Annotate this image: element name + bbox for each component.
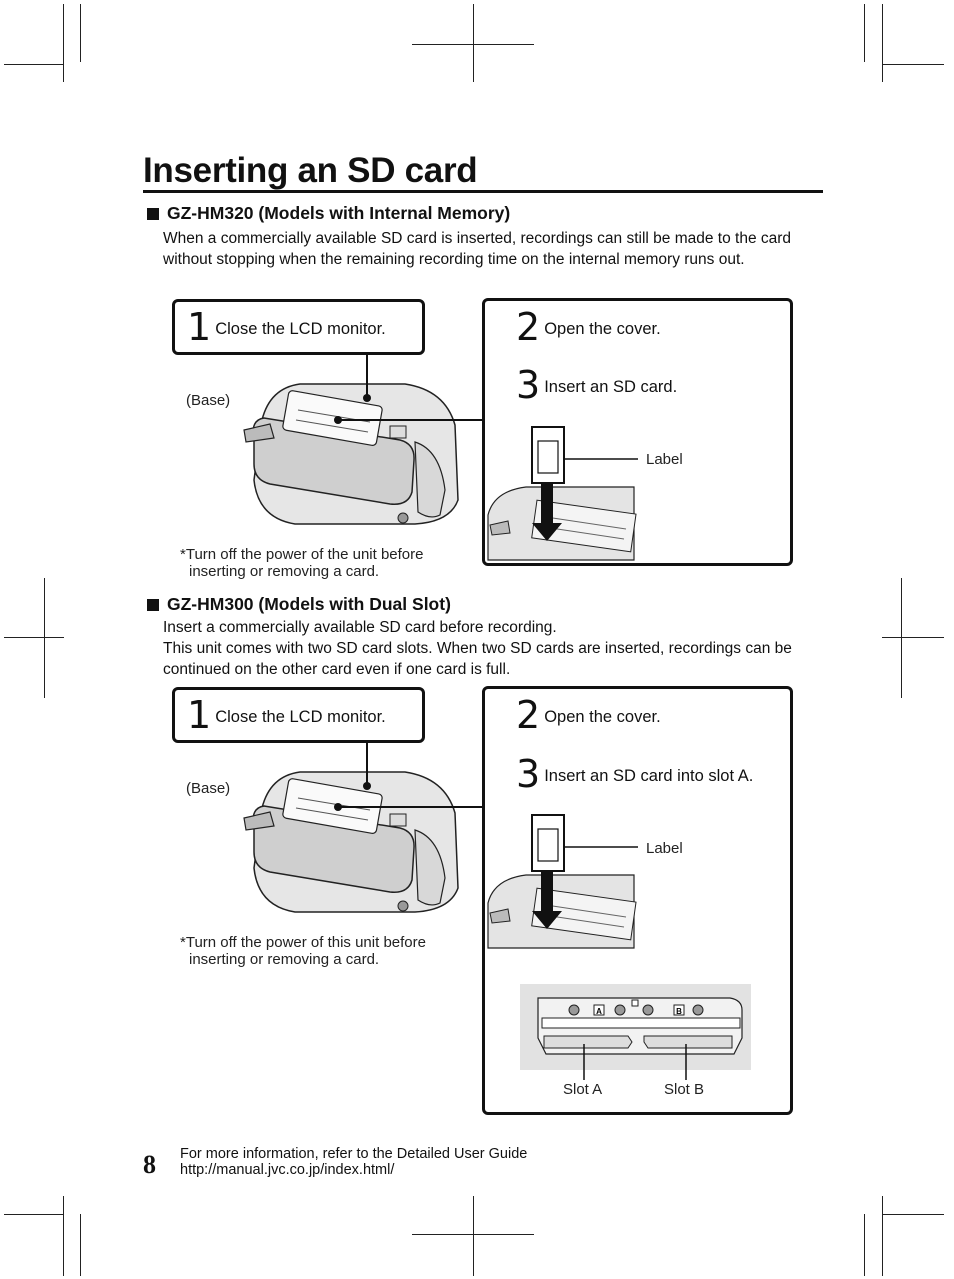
slot-b-mark: B xyxy=(676,1007,682,1016)
footer-reference: For more information, refer to the Detai… xyxy=(180,1146,527,1178)
footer-url: http://manual.jvc.co.jp/index.html/ xyxy=(180,1162,527,1178)
sd-card-insertion-illustration xyxy=(486,813,638,950)
section2-note: *Turn off the power of this unit before … xyxy=(180,934,426,968)
slot-a-mark: A xyxy=(596,1007,602,1016)
page-number: 8 xyxy=(143,1150,156,1180)
dual-slot-illustration: A B xyxy=(520,984,751,1088)
